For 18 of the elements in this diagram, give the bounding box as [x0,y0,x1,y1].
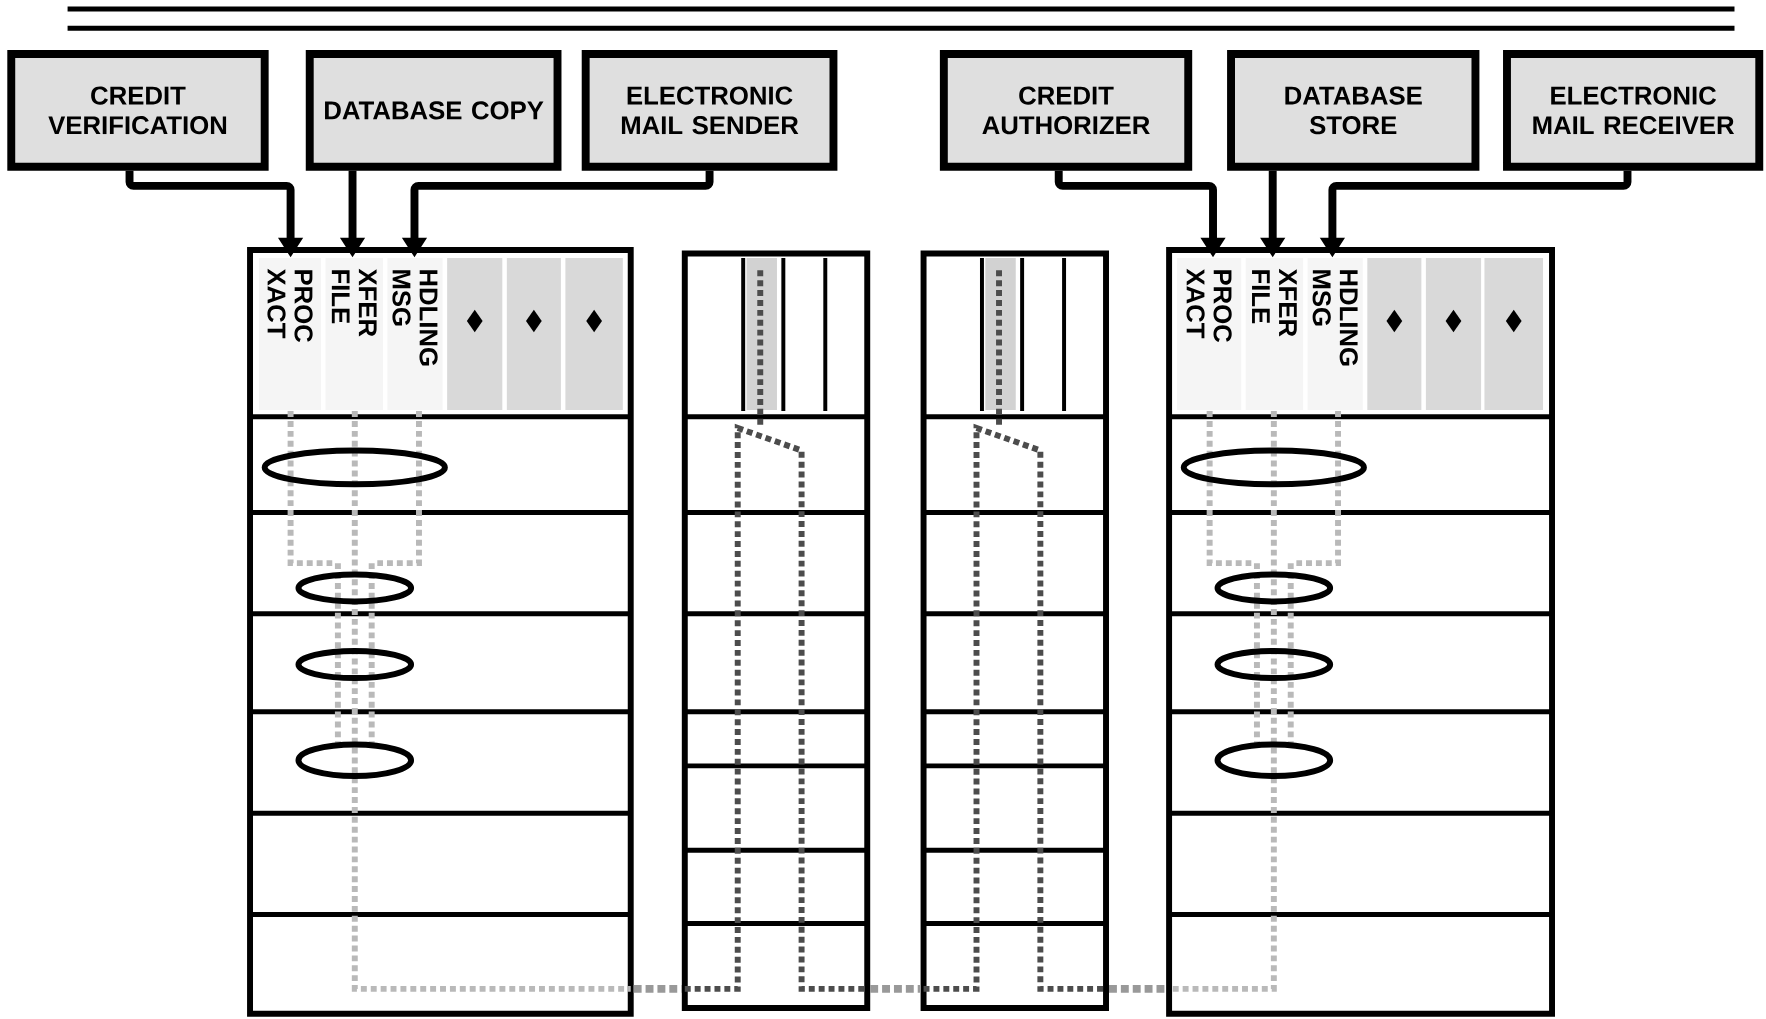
protocol-column: MSG HDLING [1307,257,1363,410]
application-box: ELECTRONIC MAIL RECEIVER [1503,49,1764,171]
protocol-column: XACT PROC [259,257,321,410]
application-box: DATABASE STORE [1227,49,1480,171]
protocol-column: FILE XFER [325,257,383,410]
empty-column [1367,257,1422,410]
protocol-column: XACT PROC [1177,257,1242,410]
application-box: CREDIT VERIFICATION [7,49,269,171]
application-box: DATABASE COPY [305,49,562,171]
protocol-column: FILE XFER [1245,257,1304,410]
application-box: CREDIT AUTHORIZER [939,49,1193,171]
application-box: ELECTRONIC MAIL SENDER [581,49,838,171]
protocol-column: MSG HDLING [387,257,443,410]
empty-column [447,257,503,410]
empty-column [1425,257,1482,410]
empty-column [565,257,623,410]
empty-column [1484,257,1543,410]
empty-column [506,257,561,410]
